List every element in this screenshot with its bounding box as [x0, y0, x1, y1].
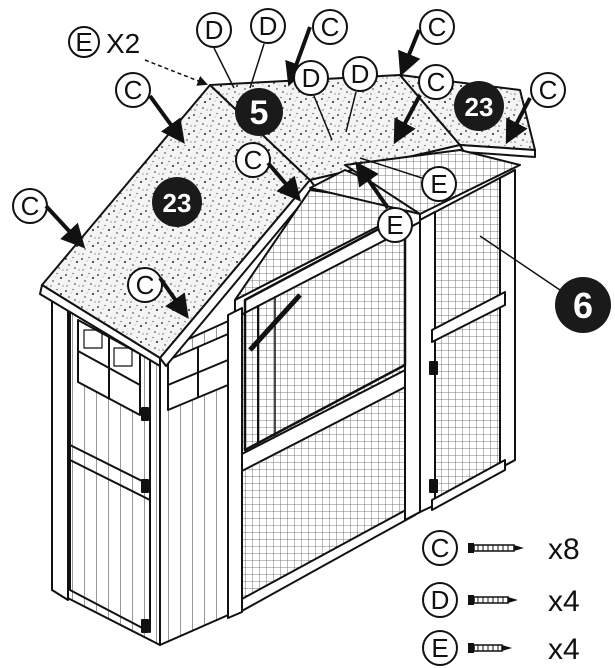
svg-text:C: C	[124, 75, 143, 105]
callout-e-center: E	[355, 161, 413, 243]
callout-c-gable: C	[235, 142, 302, 202]
callout-c-far-left: C	[12, 188, 86, 249]
svg-text:X2: X2	[106, 28, 140, 59]
svg-text:D: D	[205, 15, 224, 45]
svg-text:D: D	[259, 11, 278, 41]
svg-text:E: E	[430, 169, 447, 199]
svg-text:C: C	[321, 12, 340, 42]
legend-row-e: E x4	[422, 630, 580, 666]
svg-text:E: E	[431, 633, 448, 663]
hardware-legend: C x8 D x4 E	[422, 530, 580, 666]
callout-c-ridge-1: C	[285, 9, 348, 87]
svg-text:6: 6	[573, 285, 593, 326]
legend-row-d: D x4	[422, 582, 580, 618]
svg-text:E: E	[75, 27, 92, 57]
svg-text:23: 23	[465, 92, 494, 122]
svg-text:x4: x4	[548, 585, 580, 618]
callout-d-2: D	[249, 8, 286, 89]
left-corner-post	[51, 289, 69, 601]
part-badge-23-left: 23	[152, 177, 202, 227]
mesh-door	[243, 213, 407, 452]
step-badge-5: 5	[235, 88, 283, 136]
callout-d-1: D	[196, 12, 235, 89]
svg-text:D: D	[351, 59, 370, 89]
svg-text:5: 5	[250, 94, 269, 132]
svg-text:D: D	[302, 63, 321, 93]
screw-icon	[468, 595, 518, 605]
svg-text:C: C	[136, 270, 155, 300]
svg-text:23: 23	[163, 188, 192, 218]
screw-icon	[468, 543, 524, 553]
svg-text:C: C	[21, 191, 40, 221]
callout-e-x2: E X2	[68, 26, 208, 86]
svg-text:x4: x4	[548, 633, 580, 666]
part-badge-23-right: 23	[454, 81, 504, 131]
legend-row-c: C x8	[422, 530, 580, 566]
callout-c-right-edge: C	[505, 72, 566, 145]
screw-icon	[468, 643, 512, 653]
svg-text:E: E	[386, 210, 403, 240]
callout-c-top-left: C	[115, 72, 185, 144]
hutch-body	[51, 169, 516, 646]
callout-d-4: D	[342, 56, 378, 133]
svg-text:C: C	[431, 533, 450, 563]
step-badge-6: 6	[555, 277, 611, 333]
callout-c-right-roof: C	[393, 64, 454, 145]
svg-text:C: C	[428, 12, 447, 42]
callout-c-left-eave: C	[127, 267, 189, 319]
callout-d-3: D	[293, 60, 333, 141]
svg-text:C: C	[244, 145, 263, 175]
svg-text:C: C	[539, 75, 558, 105]
svg-text:x8: x8	[548, 533, 580, 566]
svg-text:C: C	[427, 67, 446, 97]
svg-text:D: D	[431, 585, 450, 615]
callout-c-ridge-2: C	[398, 9, 455, 77]
